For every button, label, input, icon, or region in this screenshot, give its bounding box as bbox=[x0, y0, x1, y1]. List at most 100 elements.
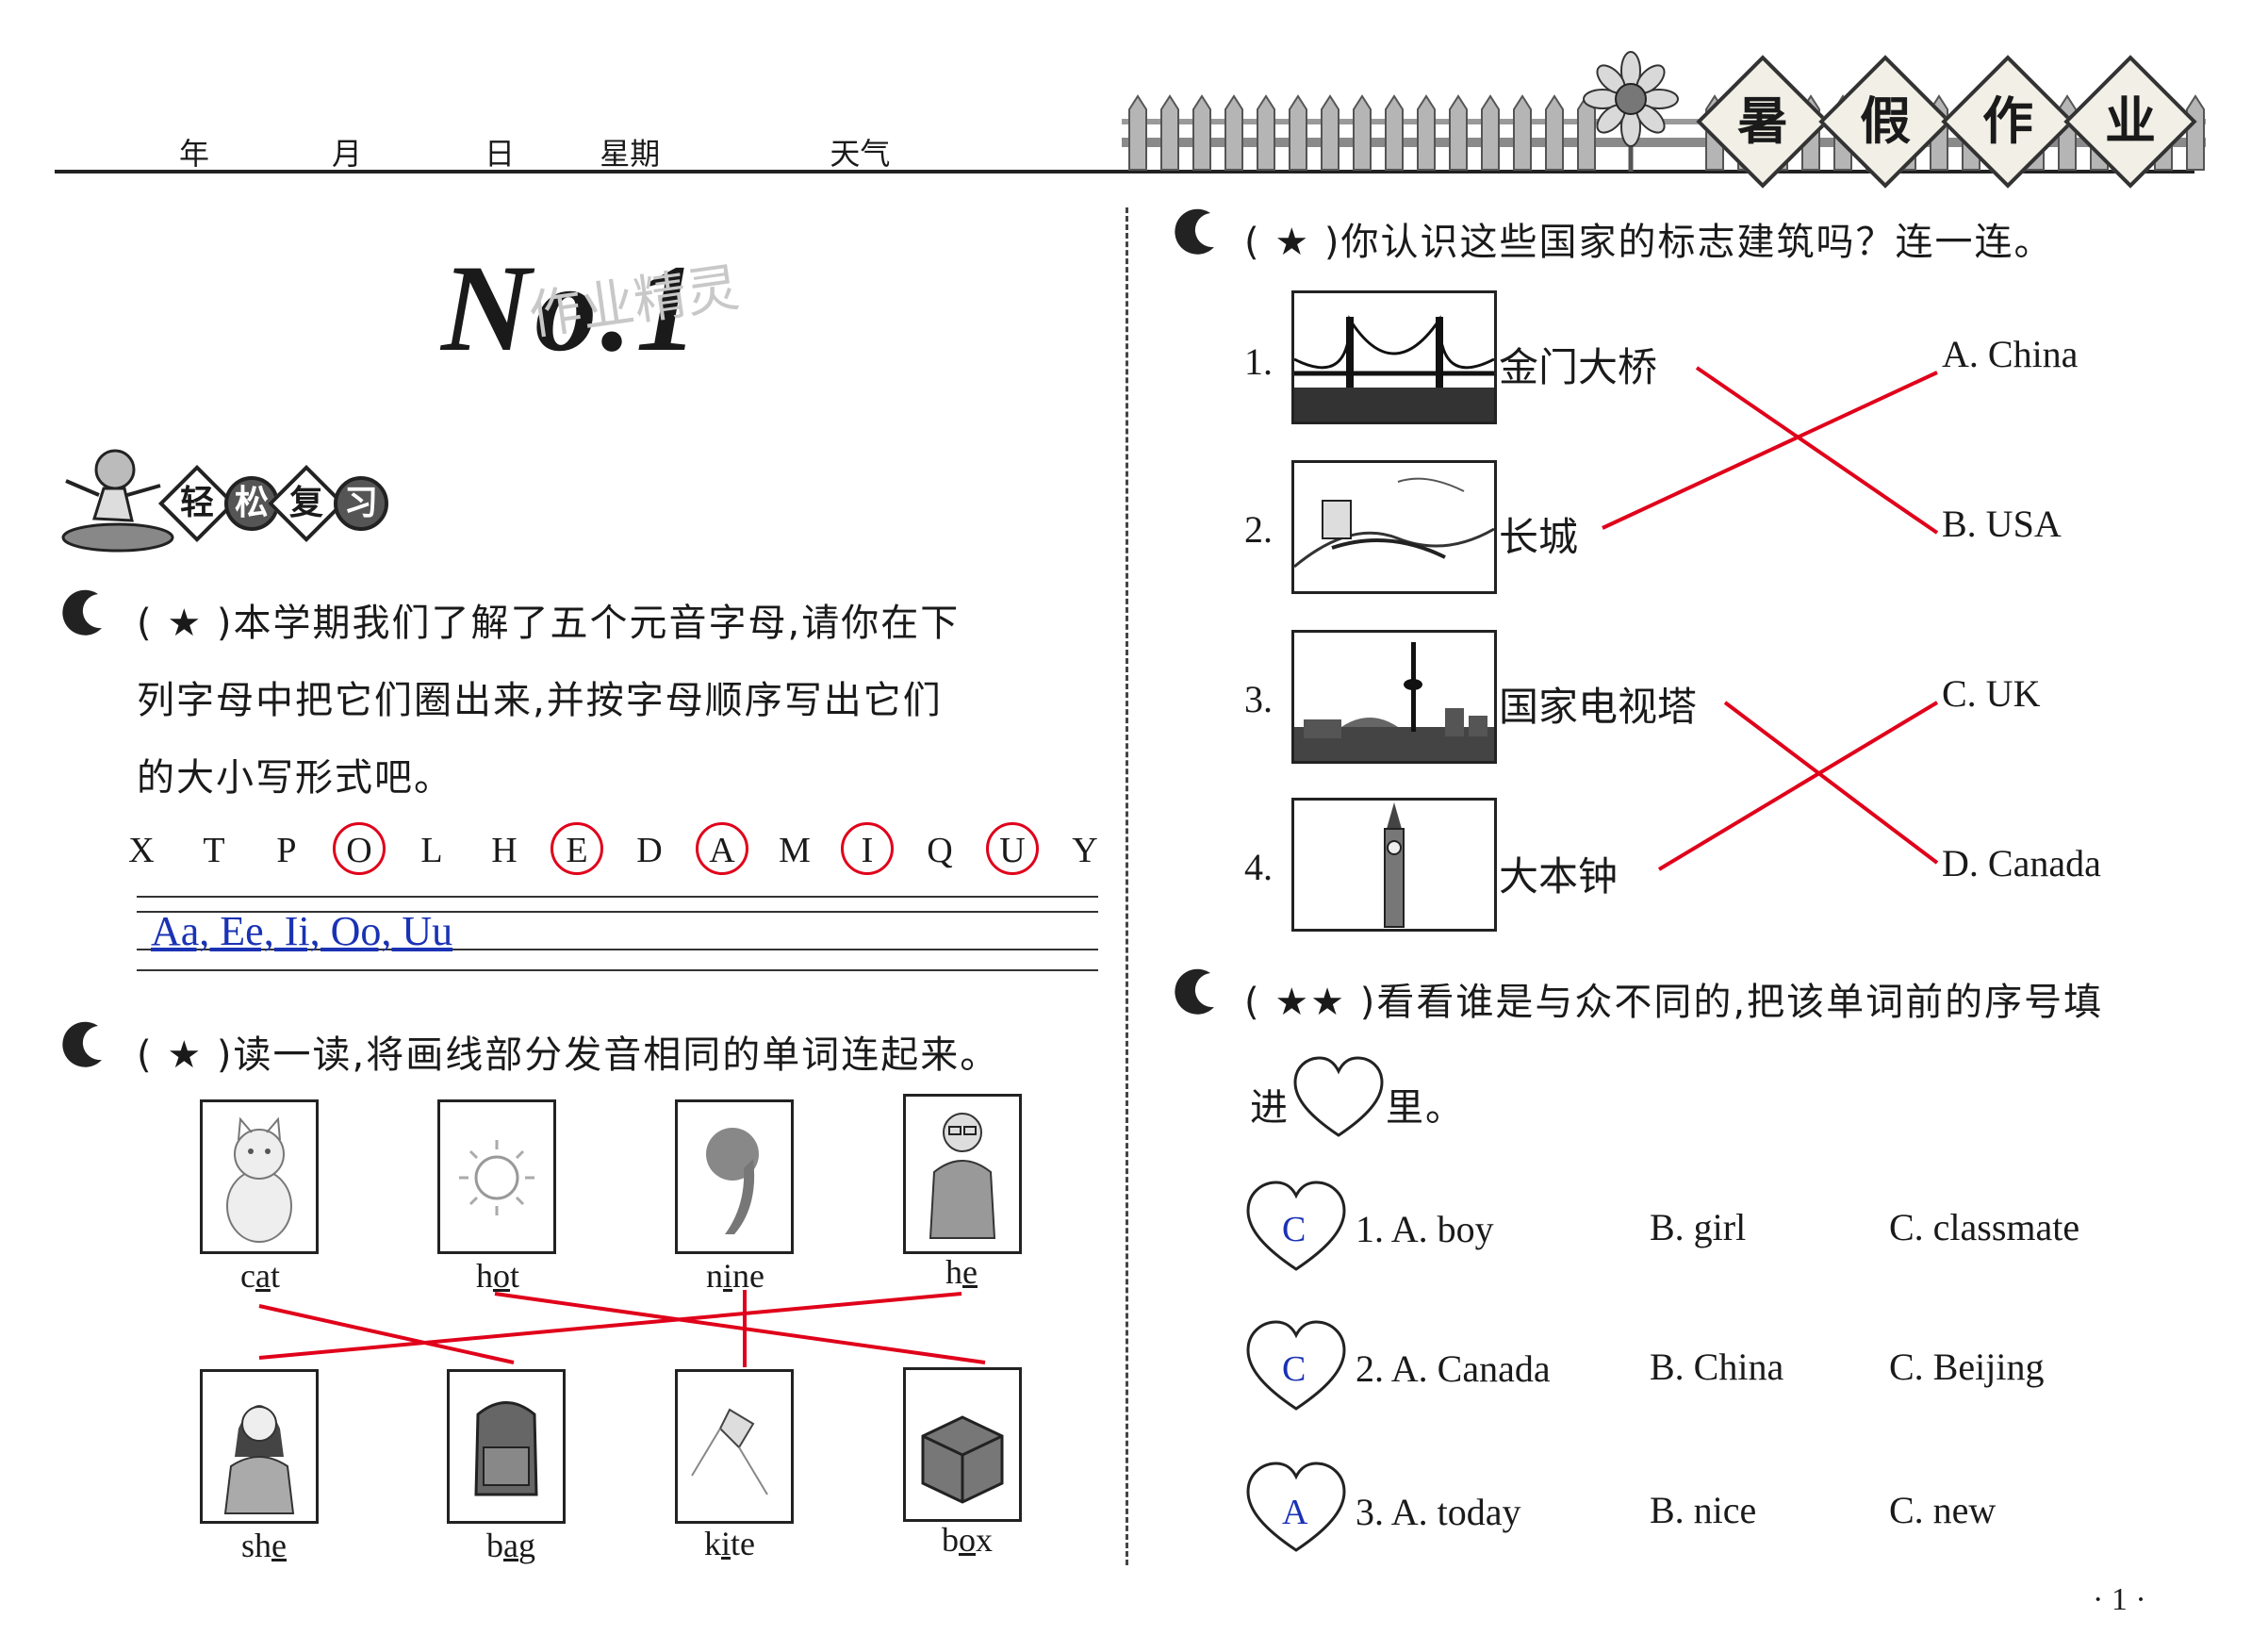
picture-nine bbox=[675, 1099, 794, 1254]
writing-lines bbox=[137, 896, 1098, 971]
q4-row: C 2. A. Canada B. China C. Beijing bbox=[1244, 1318, 2187, 1422]
letter: Y bbox=[1072, 831, 1098, 870]
picture-bag bbox=[447, 1369, 566, 1524]
letter: L bbox=[420, 831, 443, 870]
picture-kite bbox=[675, 1369, 794, 1524]
fence-picket bbox=[1449, 94, 1468, 171]
letter: X bbox=[128, 831, 155, 870]
answer-fill[interactable]: C bbox=[1282, 1349, 1307, 1389]
word-label: kite bbox=[704, 1525, 755, 1562]
svg-text:4: 4 bbox=[1183, 975, 1195, 999]
fence-picket bbox=[1545, 94, 1564, 171]
badge-char: 复 bbox=[288, 484, 323, 522]
badge-char: 松 bbox=[234, 484, 269, 522]
banner-title: 暑 假 作 业 bbox=[1696, 55, 2197, 189]
match-line bbox=[258, 1304, 515, 1364]
country-option: B. USA bbox=[1942, 503, 2062, 545]
option-b: B. girl bbox=[1650, 1206, 1747, 1248]
weather-label: 天气 bbox=[830, 136, 891, 172]
fence-picket bbox=[1385, 94, 1404, 171]
q1-line3: 的大小写形式吧。 bbox=[137, 756, 453, 800]
fence-picket bbox=[1321, 94, 1339, 171]
banner-char: 暑 bbox=[1737, 91, 1788, 151]
heart-icon[interactable] bbox=[1244, 1318, 1348, 1418]
question-number-icon: 4 bbox=[1175, 968, 1214, 1015]
page-number: · 1 · bbox=[2093, 1582, 2146, 1617]
q1-line1: ( ★ )本学期我们了解了五个元音字母,请你在下 bbox=[137, 602, 961, 645]
q4-line2-end: 里。 bbox=[1386, 1086, 1465, 1130]
picture-cn-tower bbox=[1291, 630, 1497, 764]
option-c: C. classmate bbox=[1889, 1206, 2080, 1248]
fence-picket bbox=[1128, 94, 1147, 171]
landmark-name: 长城 bbox=[1499, 514, 1579, 560]
month-label: 月 bbox=[332, 136, 363, 172]
weekday-label: 星期 bbox=[600, 136, 661, 172]
item-number: 2. bbox=[1244, 508, 1273, 551]
banner-char: 业 bbox=[2105, 91, 2156, 151]
q1-line2: 列字母中把它们圈出来,并按字母顺序写出它们 bbox=[137, 679, 943, 722]
heart-icon[interactable] bbox=[1244, 1460, 1348, 1560]
q4-line1: ( ★★ )看看谁是与众不同的,把该单词前的序号填 bbox=[1244, 981, 2104, 1024]
option-a: 1. A. boy bbox=[1356, 1208, 1494, 1250]
answer-circle bbox=[333, 822, 386, 875]
heart-icon[interactable] bbox=[1244, 1179, 1348, 1279]
answer-circle bbox=[986, 822, 1039, 875]
svg-text:3: 3 bbox=[1183, 215, 1195, 240]
answer-fill[interactable]: A bbox=[1282, 1493, 1308, 1532]
section-badge: 轻 松 复 习 bbox=[157, 464, 396, 543]
q3-answer-lines bbox=[1602, 366, 1939, 871]
fence-picket bbox=[1289, 94, 1307, 171]
svg-text:1: 1 bbox=[72, 596, 83, 620]
picture-he bbox=[903, 1094, 1022, 1254]
q3-text: ( ★ )你认识这些国家的标志建筑吗？连一连。 bbox=[1244, 221, 2054, 264]
fence-picket bbox=[1513, 94, 1532, 171]
word-label: nine bbox=[706, 1257, 764, 1295]
landmark-name: 国家电视塔 bbox=[1499, 684, 1698, 730]
letter: P bbox=[276, 831, 297, 870]
match-line bbox=[1695, 366, 1939, 535]
word-label: bag bbox=[486, 1527, 535, 1564]
item-number: 3. bbox=[1244, 678, 1273, 720]
answer-circle bbox=[696, 822, 748, 875]
q2-answer-lines bbox=[258, 1290, 986, 1367]
answer-fill[interactable]: C bbox=[1282, 1210, 1307, 1249]
fence-picket bbox=[1192, 94, 1211, 171]
option-a: 2. A. Canada bbox=[1356, 1347, 1551, 1390]
q2-text: ( ★ )读一读,将画线部分发音相同的单词连起来。 bbox=[137, 1033, 1000, 1077]
match-line bbox=[1602, 371, 1938, 530]
landmark-name: 金门大桥 bbox=[1499, 344, 1658, 390]
word-label: she bbox=[241, 1527, 287, 1564]
fence-picket bbox=[1481, 94, 1500, 171]
day-label: 日 bbox=[485, 136, 516, 172]
match-line bbox=[1657, 701, 1939, 871]
q1-answer[interactable]: Aa, Ee, Ii, Oo, Uu bbox=[151, 908, 453, 954]
letter: T bbox=[203, 831, 225, 870]
q4-line2-start: 进 bbox=[1250, 1086, 1290, 1130]
picture-she bbox=[200, 1369, 319, 1524]
q4-row: A 3. A. today B. nice C. new bbox=[1244, 1460, 2187, 1563]
country-option: A. China bbox=[1942, 333, 2079, 375]
picture-golden-gate bbox=[1291, 290, 1497, 424]
match-line bbox=[1723, 701, 1939, 865]
question-number-icon: 2 bbox=[62, 1021, 102, 1067]
picture-cat bbox=[200, 1099, 319, 1254]
badge-char: 习 bbox=[343, 484, 378, 522]
item-number: 1. bbox=[1244, 340, 1273, 383]
match-line bbox=[258, 1292, 962, 1360]
fence-picket bbox=[1257, 94, 1275, 171]
letter: H bbox=[491, 831, 518, 870]
option-b: B. China bbox=[1650, 1346, 1784, 1388]
fence-picket bbox=[1224, 94, 1243, 171]
badge-char: 轻 bbox=[179, 484, 214, 522]
letter: M bbox=[779, 831, 811, 870]
match-line bbox=[494, 1292, 986, 1364]
letter: D bbox=[636, 831, 663, 870]
svg-text:2: 2 bbox=[71, 1028, 83, 1052]
picture-great-wall bbox=[1291, 460, 1497, 594]
picture-big-ben bbox=[1291, 798, 1497, 932]
q4-row: C 1. A. boy B. girl C. classmate bbox=[1244, 1179, 2187, 1282]
banner-char: 作 bbox=[1982, 91, 2033, 151]
mascot-icon bbox=[61, 449, 174, 553]
word-label: box bbox=[942, 1521, 993, 1559]
sunflower-icon bbox=[1583, 51, 1679, 172]
